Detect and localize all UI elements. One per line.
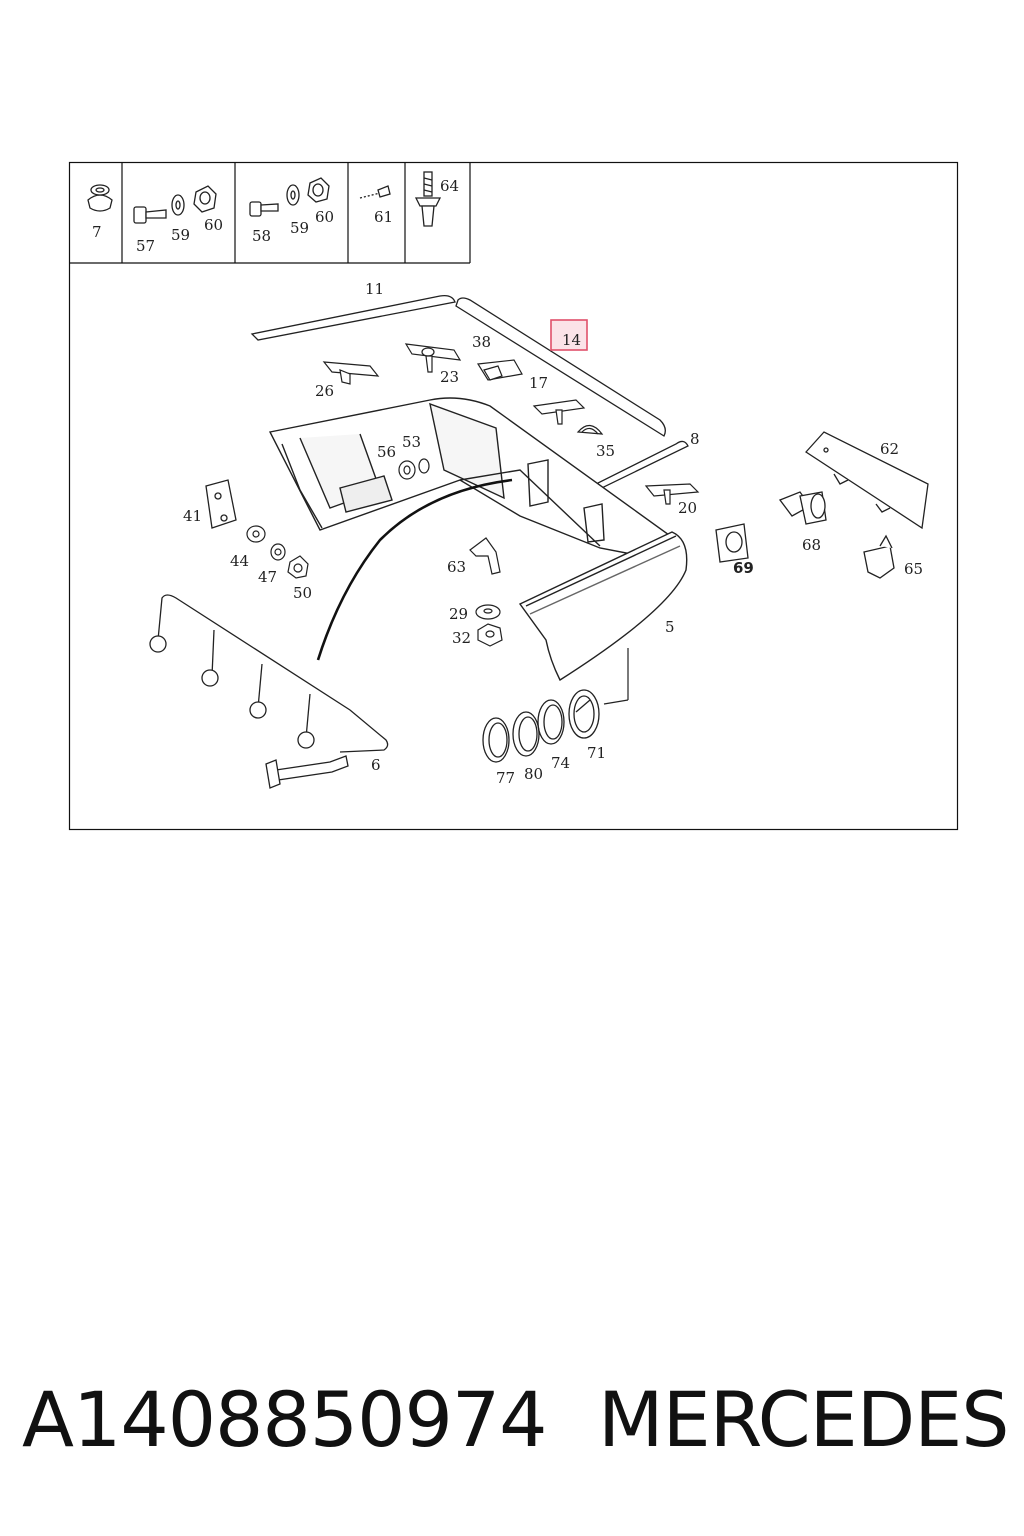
callout-label: 69 xyxy=(733,559,754,577)
nut-53 xyxy=(398,458,430,480)
highlight-box xyxy=(550,319,588,351)
wiring-harness-6 xyxy=(149,594,389,789)
header-label: 61 xyxy=(374,208,393,226)
callout-label: 65 xyxy=(904,560,923,578)
callout-label: 71 xyxy=(587,744,606,762)
callout-label: 74 xyxy=(551,754,570,772)
nut-icon-2 xyxy=(307,177,330,203)
bracket-65 xyxy=(863,534,895,579)
callout-label: 56 xyxy=(377,443,396,461)
callout-label: 44 xyxy=(230,552,249,570)
nut-50 xyxy=(287,555,309,579)
header-label: 60 xyxy=(315,208,334,226)
header-label: 58 xyxy=(252,227,271,245)
clip-26 xyxy=(322,361,380,385)
callout-label: 17 xyxy=(529,374,548,392)
header-label: 57 xyxy=(136,237,155,255)
header-label: 64 xyxy=(440,177,459,195)
clip-35 xyxy=(576,424,604,435)
washer-29 xyxy=(475,604,501,620)
callout-label-highlighted[interactable]: 14 xyxy=(562,331,581,349)
header-label: 59 xyxy=(290,219,309,237)
bracket-63 xyxy=(469,537,501,575)
callout-label: 6 xyxy=(371,756,381,774)
callout-label: 38 xyxy=(472,333,491,351)
callout-label: 62 xyxy=(880,440,899,458)
clip-17 xyxy=(532,399,586,425)
sensor-bracket-41 xyxy=(205,479,237,529)
header-label: 60 xyxy=(204,216,223,234)
cover-plate-62 xyxy=(805,431,929,530)
ring-80 xyxy=(512,711,540,757)
callout-label: 41 xyxy=(183,507,202,525)
washer-icon xyxy=(171,194,185,216)
moulding-strip-11 xyxy=(250,294,456,341)
callout-label: 47 xyxy=(258,568,277,586)
grommet-icon xyxy=(87,184,113,212)
callout-label: 35 xyxy=(596,442,615,460)
header-label: 59 xyxy=(171,226,190,244)
header-label: 7 xyxy=(92,223,102,241)
callout-label: 80 xyxy=(524,765,543,783)
callout-label: 77 xyxy=(496,769,515,787)
nut-icon xyxy=(193,185,217,213)
moulding-strip-14 xyxy=(455,297,666,437)
washer-47 xyxy=(270,543,286,561)
callout-label: 29 xyxy=(449,605,468,623)
leader-5b xyxy=(603,699,629,705)
clip-23 xyxy=(404,343,462,373)
rivet-icon xyxy=(359,185,391,199)
ring-77 xyxy=(482,717,510,763)
sensor-holder-71 xyxy=(568,689,600,739)
callout-label: 23 xyxy=(440,368,459,386)
washer-44 xyxy=(246,525,266,543)
clip-38 xyxy=(476,359,523,381)
parts-diagram: 7 57 59 60 58 59 60 61 64 11 14 38 23 26… xyxy=(68,161,959,831)
cable-lead xyxy=(316,478,513,661)
callout-label: 53 xyxy=(402,433,421,451)
bolt-icon-2 xyxy=(249,201,279,217)
sensor-69 xyxy=(715,523,749,563)
sensor-68 xyxy=(778,491,827,525)
callout-label: 8 xyxy=(690,430,700,448)
bumper-cover-5 xyxy=(518,531,688,682)
clip-20 xyxy=(644,483,700,505)
fastener-header-table xyxy=(69,162,471,264)
callout-label: 11 xyxy=(365,280,384,298)
callout-label: 63 xyxy=(447,558,466,576)
ring-74 xyxy=(537,699,565,745)
bolt-icon xyxy=(133,206,167,224)
callout-label: 32 xyxy=(452,629,471,647)
clip-screw-icon xyxy=(414,171,442,227)
diagram-frame xyxy=(68,161,959,831)
callout-label: 26 xyxy=(315,382,334,400)
callout-label: 20 xyxy=(678,499,697,517)
part-number: A1408850974 xyxy=(22,1375,548,1464)
brand-name: MERCEDES xyxy=(598,1375,1009,1464)
callout-label: 68 xyxy=(802,536,821,554)
bumper-carrier xyxy=(268,397,686,565)
callout-label: 5 xyxy=(665,618,675,636)
washer-icon-2 xyxy=(286,184,300,206)
nut-32 xyxy=(477,623,503,647)
callout-label: 50 xyxy=(293,584,312,602)
